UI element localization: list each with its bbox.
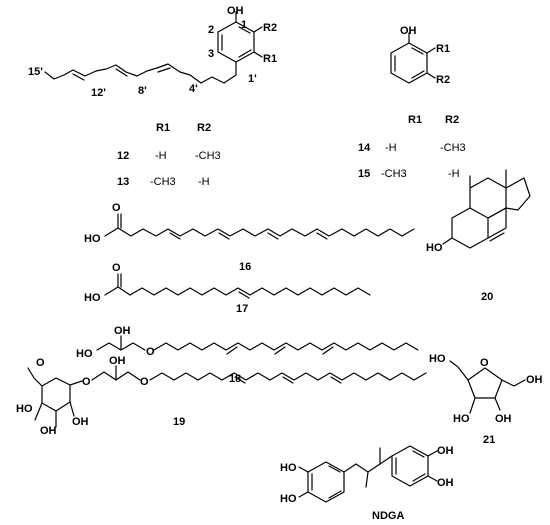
compound-19: O OH O HO OH OH O 19 xyxy=(16,355,427,437)
locant-2: 2 xyxy=(208,24,214,36)
compound-17: O HO 17 xyxy=(84,262,371,315)
value-15-r2: -H xyxy=(448,168,460,180)
locant-1-prime: 1' xyxy=(248,73,257,85)
ring-oxygen: O xyxy=(36,357,45,369)
locant-4-prime: 4' xyxy=(189,83,198,95)
hydroxyl-ho-left-1: HO xyxy=(280,462,297,474)
locant-8-prime: 8' xyxy=(138,85,147,97)
side-chain-bonds xyxy=(44,61,237,84)
ring-oxygen: O xyxy=(480,357,489,369)
compound-label-16: 16 xyxy=(239,261,251,273)
compound-21: HO O OH HO OH 21 xyxy=(429,353,543,446)
compound-label-20: 20 xyxy=(481,291,493,303)
hydroxyl-ho: HO xyxy=(426,242,443,254)
compound-18: OH HO O 18 xyxy=(76,325,419,385)
substituent-r1: R1 xyxy=(436,43,450,55)
substituent-r1: R1 xyxy=(263,53,277,65)
substituent-r2: R2 xyxy=(263,22,277,34)
compound-number-14: 14 xyxy=(358,142,371,154)
compound-label-19: 19 xyxy=(173,416,185,428)
value-13-r1: -CH3 xyxy=(150,176,176,188)
hydroxyl-ho: HO xyxy=(84,233,101,245)
value-14-r1: -H xyxy=(385,142,397,154)
glycosidic-oxygen: O xyxy=(82,376,91,388)
hydroxyl-ho-sugar: HO xyxy=(16,403,33,415)
compound-number-13: 13 xyxy=(117,176,129,188)
sugar-ring xyxy=(27,367,83,428)
compound-label-ndga: NDGA xyxy=(372,510,404,522)
hydroxyl-ho-1: HO xyxy=(429,353,446,365)
substituent-table-14-15: R1 R2 14 -H -CH3 15 -CH3 -H xyxy=(358,114,466,180)
hydroxyl-oh-right-1: OH xyxy=(437,445,454,457)
compound-20: HO 20 xyxy=(426,169,531,303)
locant-3: 3 xyxy=(208,48,214,60)
carbonyl-oxygen: O xyxy=(112,262,121,274)
locant-15-prime: 15' xyxy=(28,66,43,78)
substituent-r2: R2 xyxy=(436,74,450,86)
compound-number-12: 12 xyxy=(117,150,129,162)
ring-bonds xyxy=(390,32,436,84)
value-12-r2: -CH3 xyxy=(195,150,221,162)
hydroxyl-oh-1: OH xyxy=(526,374,543,386)
substituent-table-12-13: R1 R2 12 -H -CH3 13 -CH3 -H xyxy=(117,122,221,188)
hydroxyl-ho-2: HO xyxy=(453,413,470,425)
compound-14-15: OH R1 R2 R1 R2 14 -H -CH3 15 -CH3 -H xyxy=(358,25,466,180)
locant-12-prime: 12' xyxy=(91,87,106,99)
compound-16: O HO 16 xyxy=(84,202,415,273)
hydroxyl-oh-chain: OH xyxy=(109,355,126,367)
carbonyl-oxygen: O xyxy=(112,202,121,214)
value-13-r2: -H xyxy=(198,176,210,188)
compound-label-17: 17 xyxy=(236,303,248,315)
hydroxyl-oh-sugar-1: OH xyxy=(72,416,89,428)
ether-oxygen: O xyxy=(146,346,155,358)
value-15-r1: -CH3 xyxy=(381,168,407,180)
hydroxyl-ho-left-2: HO xyxy=(280,493,297,505)
table-header-r2: R2 xyxy=(445,114,459,126)
hydroxyl-ho: HO xyxy=(76,348,93,360)
hydroxyl-ho: HO xyxy=(84,292,101,304)
table-header-r1: R1 xyxy=(408,114,422,126)
ether-oxygen: O xyxy=(140,376,149,388)
substituent-oh: OH xyxy=(400,25,417,37)
compound-number-15: 15 xyxy=(358,168,370,180)
table-header-r1: R1 xyxy=(156,122,170,134)
substituent-oh: OH xyxy=(227,5,244,17)
locant-1: 1 xyxy=(241,19,247,31)
value-12-r1: -H xyxy=(155,150,167,162)
compound-12-13: OH R2 R1 1 2 3 1' 4' 8' 12' 15' R1 R2 12… xyxy=(28,5,277,188)
value-14-r2: -CH3 xyxy=(440,142,466,154)
hydroxyl-oh-2: OH xyxy=(495,413,512,425)
hydroxyl-oh-right-2: OH xyxy=(437,477,454,489)
table-header-r2: R2 xyxy=(197,122,211,134)
hydroxyl-oh-sugar-2: OH xyxy=(40,425,57,437)
hydroxyl-oh: OH xyxy=(114,325,131,337)
compound-ndga: OH OH HO HO NDGA xyxy=(280,445,454,522)
compound-label-21: 21 xyxy=(483,434,495,446)
ring-bonds xyxy=(217,11,263,63)
